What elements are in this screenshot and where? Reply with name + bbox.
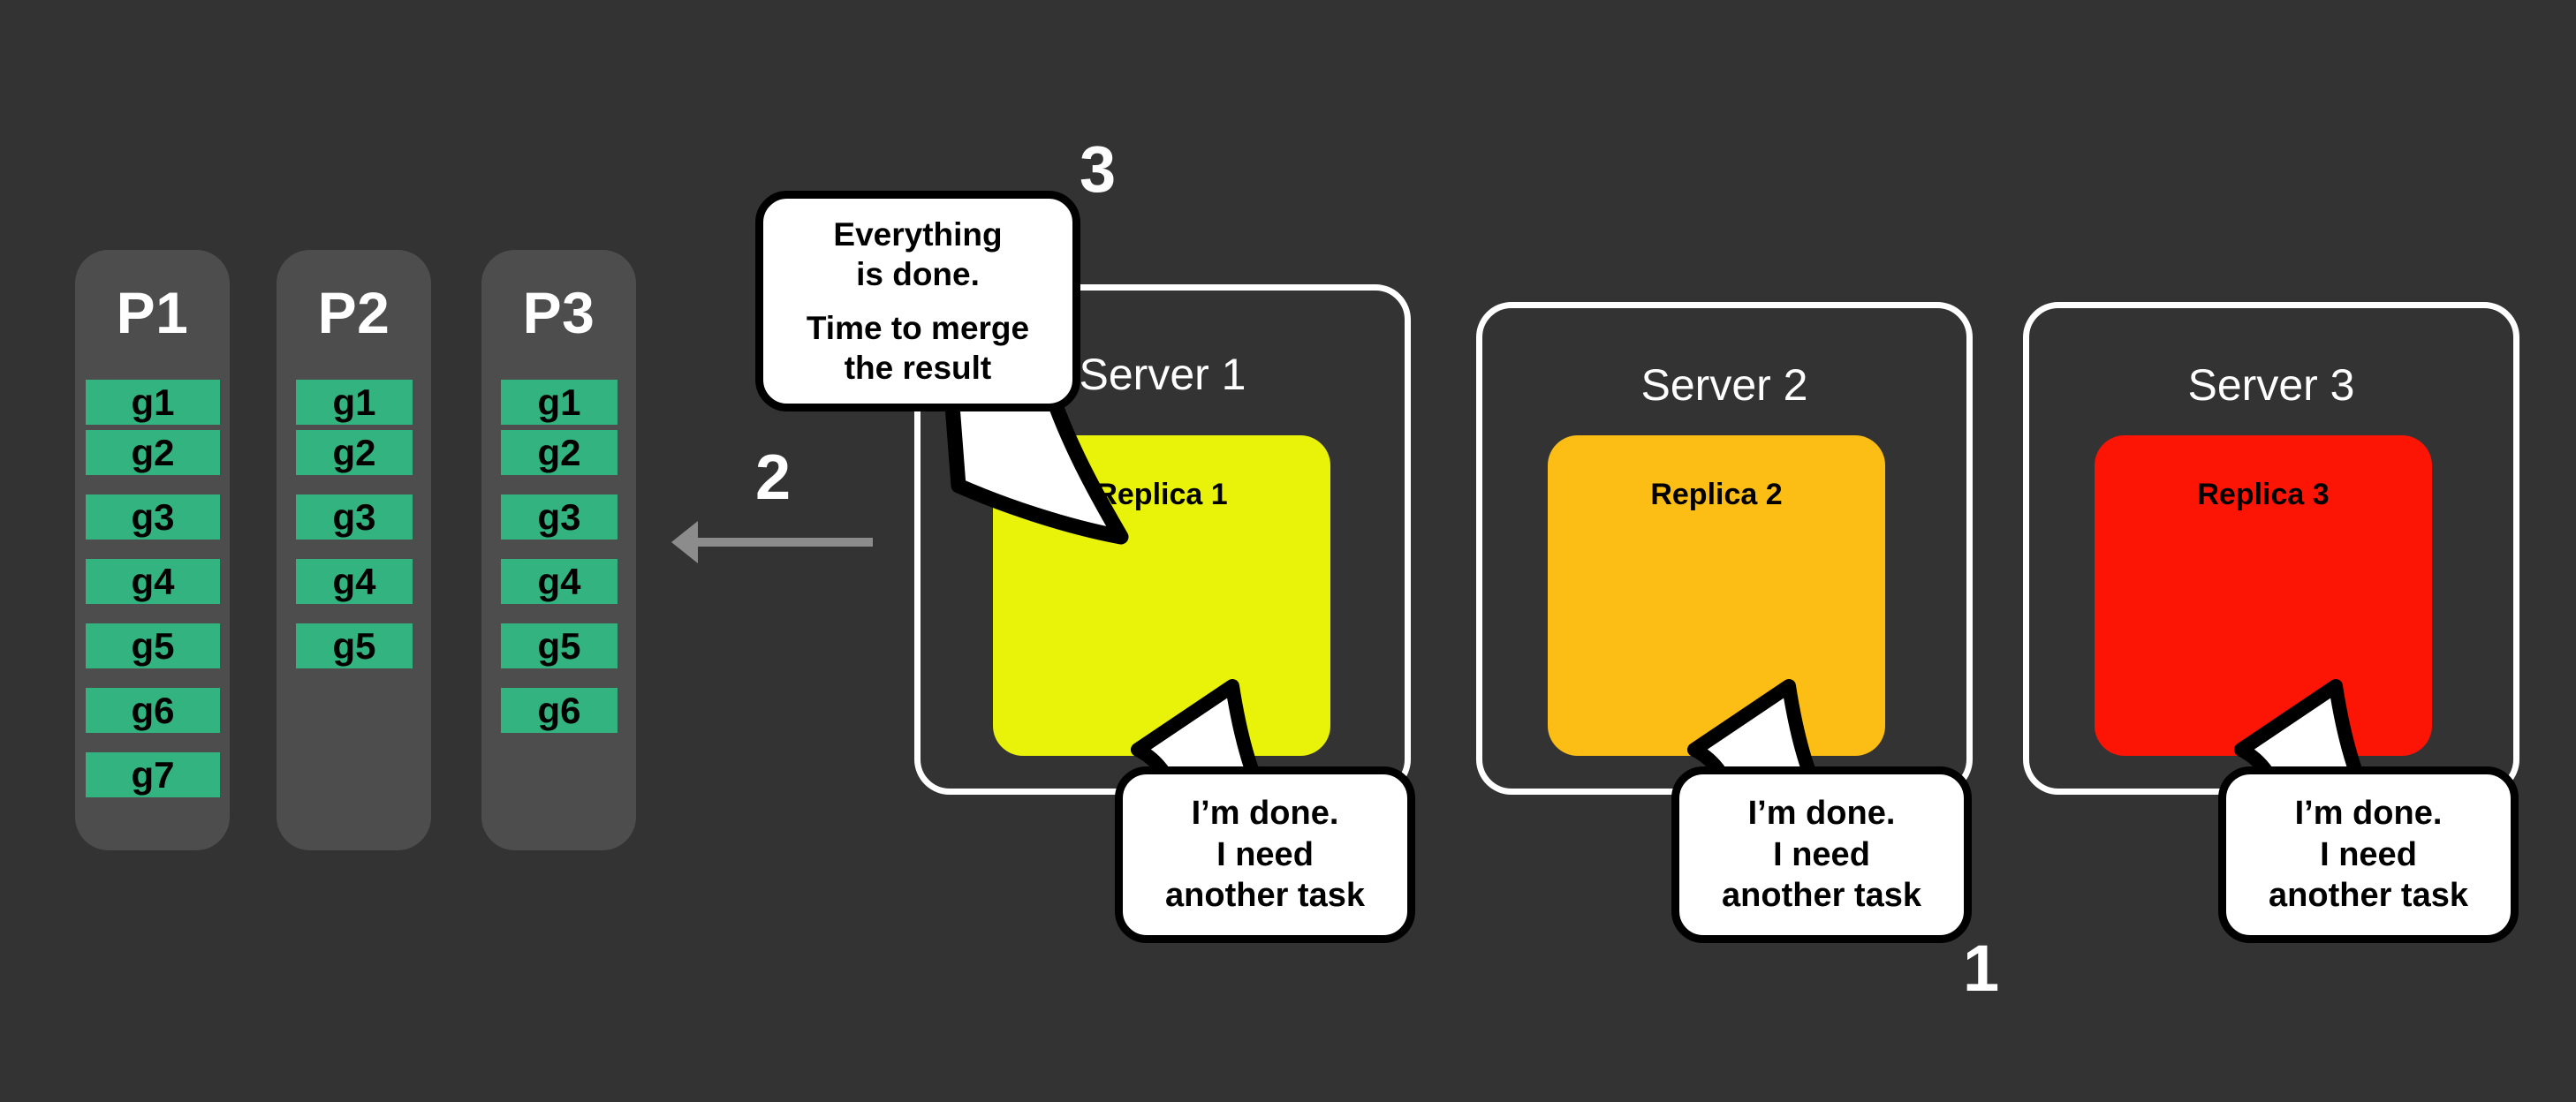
task-tile: g6 <box>86 688 220 733</box>
bubble-line: another task <box>1165 877 1365 915</box>
partition-title: P3 <box>522 280 595 345</box>
task-tile: g5 <box>501 623 617 668</box>
replica-block-1: Replica 1 <box>993 435 1330 756</box>
replica-label: Replica 3 <box>2197 478 2330 511</box>
partition-column-p2: P2 <box>277 250 431 850</box>
task-tile: g5 <box>296 623 413 668</box>
bubble-line: is done. <box>856 255 980 292</box>
task-tile: g1 <box>501 380 617 425</box>
bubble-line: I’m done. <box>2294 795 2443 833</box>
bubble-line: I need <box>1216 835 1314 873</box>
bubble-line: Time to merge <box>806 310 1030 346</box>
server-title: Server 2 <box>1640 360 1808 410</box>
task-tile: g4 <box>296 559 413 604</box>
arrow-head-icon <box>671 521 698 563</box>
task-tile: g2 <box>501 430 617 475</box>
server-3-speech-bubble: I’m done. I need another task <box>2218 766 2519 943</box>
step-number-2: 2 <box>755 442 792 513</box>
arrow-shaft <box>696 538 873 547</box>
partition-title: P1 <box>116 280 189 345</box>
task-tile: g4 <box>501 559 617 604</box>
task-tile: g3 <box>296 494 413 540</box>
task-tile: g2 <box>86 430 220 475</box>
bubble-line: Everything <box>833 215 1003 253</box>
bubble-line: another task <box>2269 877 2468 915</box>
bubble-line: the result <box>844 350 992 387</box>
bubble-line: I’m done. <box>1747 795 1896 833</box>
replica-block-2: Replica 2 <box>1548 435 1885 756</box>
task-tile: g5 <box>86 623 220 668</box>
task-tile: g3 <box>86 494 220 540</box>
bubble-line: I need <box>2320 835 2417 873</box>
task-tile: g4 <box>86 559 220 604</box>
server-2-speech-bubble: I’m done. I need another task <box>1671 766 1972 943</box>
bubble-line: I’m done. <box>1191 795 1339 833</box>
server-title: Server 3 <box>2187 360 2355 410</box>
server-1-speech-bubble: I’m done. I need another task <box>1115 766 1415 943</box>
partition-column-p3: P3 <box>481 250 636 850</box>
partition-title: P2 <box>317 280 390 345</box>
merge-speech-bubble: Everything is done. Time to merge the re… <box>755 191 1080 411</box>
task-tile: g7 <box>86 752 220 797</box>
partition-column-p1: P1 <box>75 250 230 850</box>
task-tile: g1 <box>296 380 413 425</box>
task-tile: g6 <box>501 688 617 733</box>
task-tile: g3 <box>501 494 617 540</box>
bubble-line: another task <box>1722 877 1921 915</box>
step-number-3: 3 <box>1080 132 1117 206</box>
task-tile: g1 <box>86 380 220 425</box>
step-number-1: 1 <box>1963 932 2000 1005</box>
replica-label: Replica 1 <box>1095 478 1228 511</box>
merge-arrow <box>671 521 875 565</box>
replica-block-3: Replica 3 <box>2095 435 2432 756</box>
bubble-line: I need <box>1773 835 1870 873</box>
replica-label: Replica 2 <box>1650 478 1783 511</box>
task-tile: g2 <box>296 430 413 475</box>
